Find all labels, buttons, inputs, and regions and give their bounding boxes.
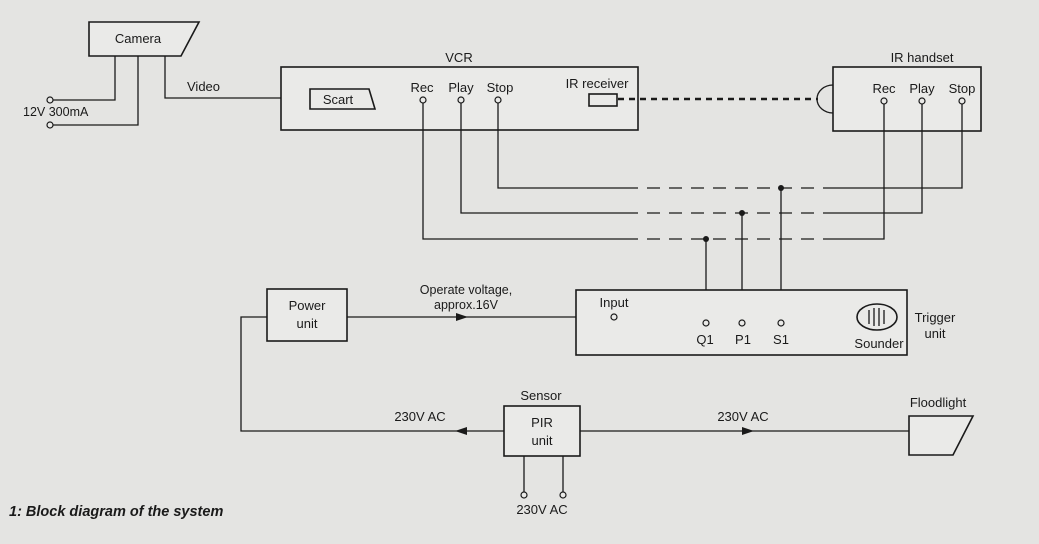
pir-to-power-arrow [455,427,467,435]
handset-play-label: Play [909,81,935,96]
scart-connector [309,88,377,110]
rec-wire-handset [833,104,885,240]
operate-voltage-label-2: approx.16V [434,298,499,312]
power-unit-box [266,288,348,342]
play-wire-vcr [460,103,625,214]
camera-block: Camera [88,21,201,57]
handset-rec-label: Rec [872,81,896,96]
camera-box [88,21,201,57]
operate-voltage-arrow [456,313,468,321]
supply-terminal-1 [46,96,54,104]
pir-unit-box [503,405,581,457]
sounder-label: Sounder [854,336,904,351]
vcr-title: VCR [445,50,472,65]
pir-mains-label: 230V AC [516,502,567,517]
floodlight-label: Floodlight [910,395,967,410]
handset-rec-terminal [880,97,888,105]
floodlight-icon [908,415,975,456]
pir-mains-terminal-1 [520,491,528,499]
trigger-unit-label-1: Trigger [915,310,956,325]
play-wire-handset [833,104,923,214]
supply-terminal-2 [46,121,54,129]
handset-play-terminal [918,97,926,105]
pir-to-power-wire [240,316,504,432]
pir-label-1: PIR [531,415,553,430]
p1-label: P1 [735,332,751,347]
video-label: Video [187,79,220,94]
handset-stop-terminal [958,97,966,105]
q1-label: Q1 [696,332,713,347]
vcr-play-label: Play [448,80,474,95]
q1-terminal [702,319,710,327]
floodlight-block: Floodlight [908,395,975,456]
vcr-stop-label: Stop [487,80,514,95]
s1-label: S1 [773,332,789,347]
ir-handset-block: IR handset Rec Play Stop [832,50,982,132]
vcr-play-terminal [457,96,465,104]
pir-mains-terminal-2 [559,491,567,499]
power-unit-label-2: unit [297,316,318,331]
pir-to-floodlight-arrow [742,427,754,435]
power-unit-block: Power unit [266,288,348,342]
pir-unit-block: Sensor PIR unit [503,388,581,457]
figure-caption: 1: Block diagram of the system [9,504,223,520]
ir-receiver-window [588,93,618,107]
pir-label-2: unit [532,433,553,448]
video-wire [164,56,310,99]
vcr-rec-label: Rec [410,80,434,95]
s1-terminal [777,319,785,327]
rec-wire-vcr [422,103,625,240]
handset-stop-label: Stop [949,81,976,96]
scart-label: Scart [323,92,354,107]
trigger-unit-block: Trigger unit Input Q1 P1 S1 Sounder [575,289,956,356]
trigger-input-label: Input [600,295,629,310]
pir-to-floodlight-label: 230V AC [717,409,768,424]
p1-terminal [738,319,746,327]
trigger-unit-label-2: unit [925,326,946,341]
stop-wire-vcr [497,103,625,189]
vcr-rec-terminal [419,96,427,104]
pir-to-power-label: 230V AC [394,409,445,424]
power-unit-label-1: Power [289,298,327,313]
trigger-input-terminal [610,313,618,321]
ir-handset-box [832,66,982,132]
camera-label: Camera [115,31,162,46]
ir-emitter-dome [816,84,834,114]
ir-receiver-label: IR receiver [566,76,630,91]
operate-voltage-label-1: Operate voltage, [420,283,512,297]
camera-supply-label: 12V 300mA [23,105,89,119]
sensor-title: Sensor [520,388,562,403]
camera-supply-wire-1 [52,56,116,101]
ir-handset-title: IR handset [891,50,954,65]
vcr-stop-terminal [494,96,502,104]
vcr-block: VCR Scart Rec Play Stop IR receiver [280,50,639,131]
stop-wire-handset [833,104,963,189]
camera-supply-wire-2 [52,56,139,126]
sounder-icon [856,303,898,331]
